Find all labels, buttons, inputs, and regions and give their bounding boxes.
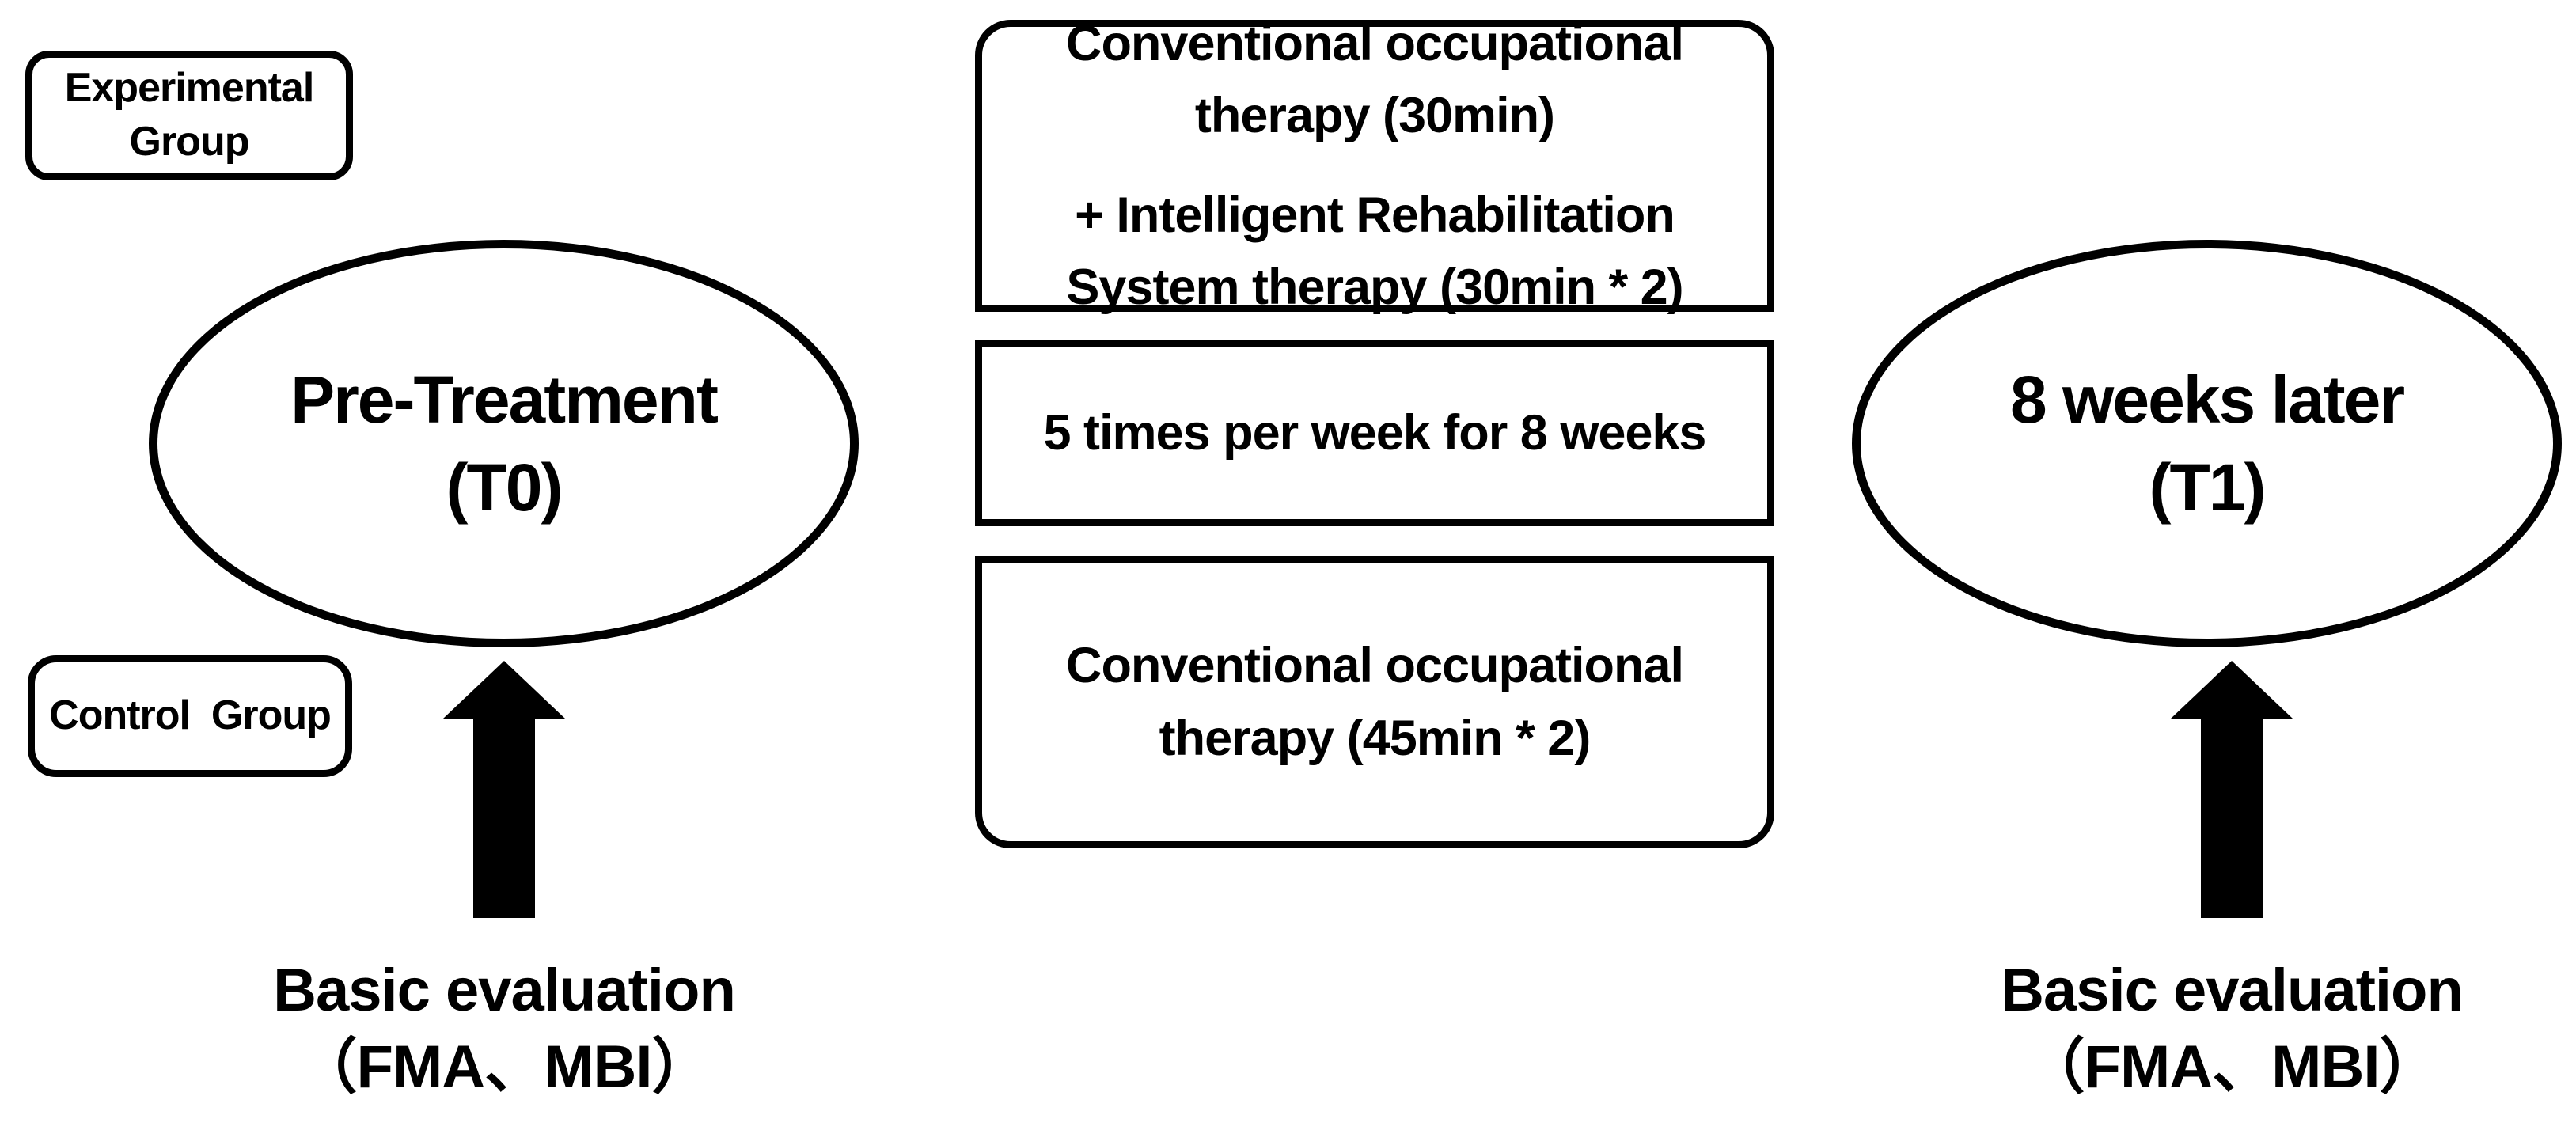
pre-treatment-label: Pre-Treatment (T0): [290, 362, 719, 525]
experimental-group-box: Experimental Group: [25, 51, 353, 180]
control-group-label: Control Group: [49, 692, 332, 739]
control-therapy-text: Conventional occupational therapy (45min…: [1065, 638, 1684, 766]
evaluation-left-line1: Basic evaluation: [273, 957, 736, 1024]
post-treatment-label: 8 weeks later (T1): [2009, 362, 2405, 525]
evaluation-label-left: Basic evaluation （FMA、MBI）: [180, 952, 829, 1106]
schedule-box: 5 times per week for 8 weeks: [975, 340, 1774, 526]
evaluation-left-line2: （FMA、MBI）: [297, 1033, 712, 1102]
evaluation-right-line2: （FMA、MBI）: [2024, 1033, 2440, 1102]
post-treatment-ellipse: 8 weeks later (T1): [1852, 240, 2562, 647]
up-arrow-icon: [443, 661, 565, 918]
experimental-group-label: Experimental Group: [64, 65, 315, 165]
experimental-therapy-box: Conventional occupational therapy (30min…: [975, 16, 1774, 315]
control-group-box: Control Group: [28, 655, 352, 777]
experimental-therapy-addition-text: + Intelligent Rehabilitation System ther…: [1066, 187, 1683, 315]
experimental-therapy-text: Conventional occupational therapy (30min…: [1065, 15, 1684, 144]
evaluation-right-line1: Basic evaluation: [2001, 957, 2464, 1024]
schedule-text: 5 times per week for 8 weeks: [1043, 404, 1707, 461]
pre-treatment-ellipse: Pre-Treatment (T0): [149, 240, 859, 647]
evaluation-label-right: Basic evaluation （FMA、MBI）: [1907, 952, 2556, 1106]
control-therapy-box: Conventional occupational therapy (45min…: [975, 556, 1774, 848]
up-arrow-icon: [2171, 661, 2293, 918]
